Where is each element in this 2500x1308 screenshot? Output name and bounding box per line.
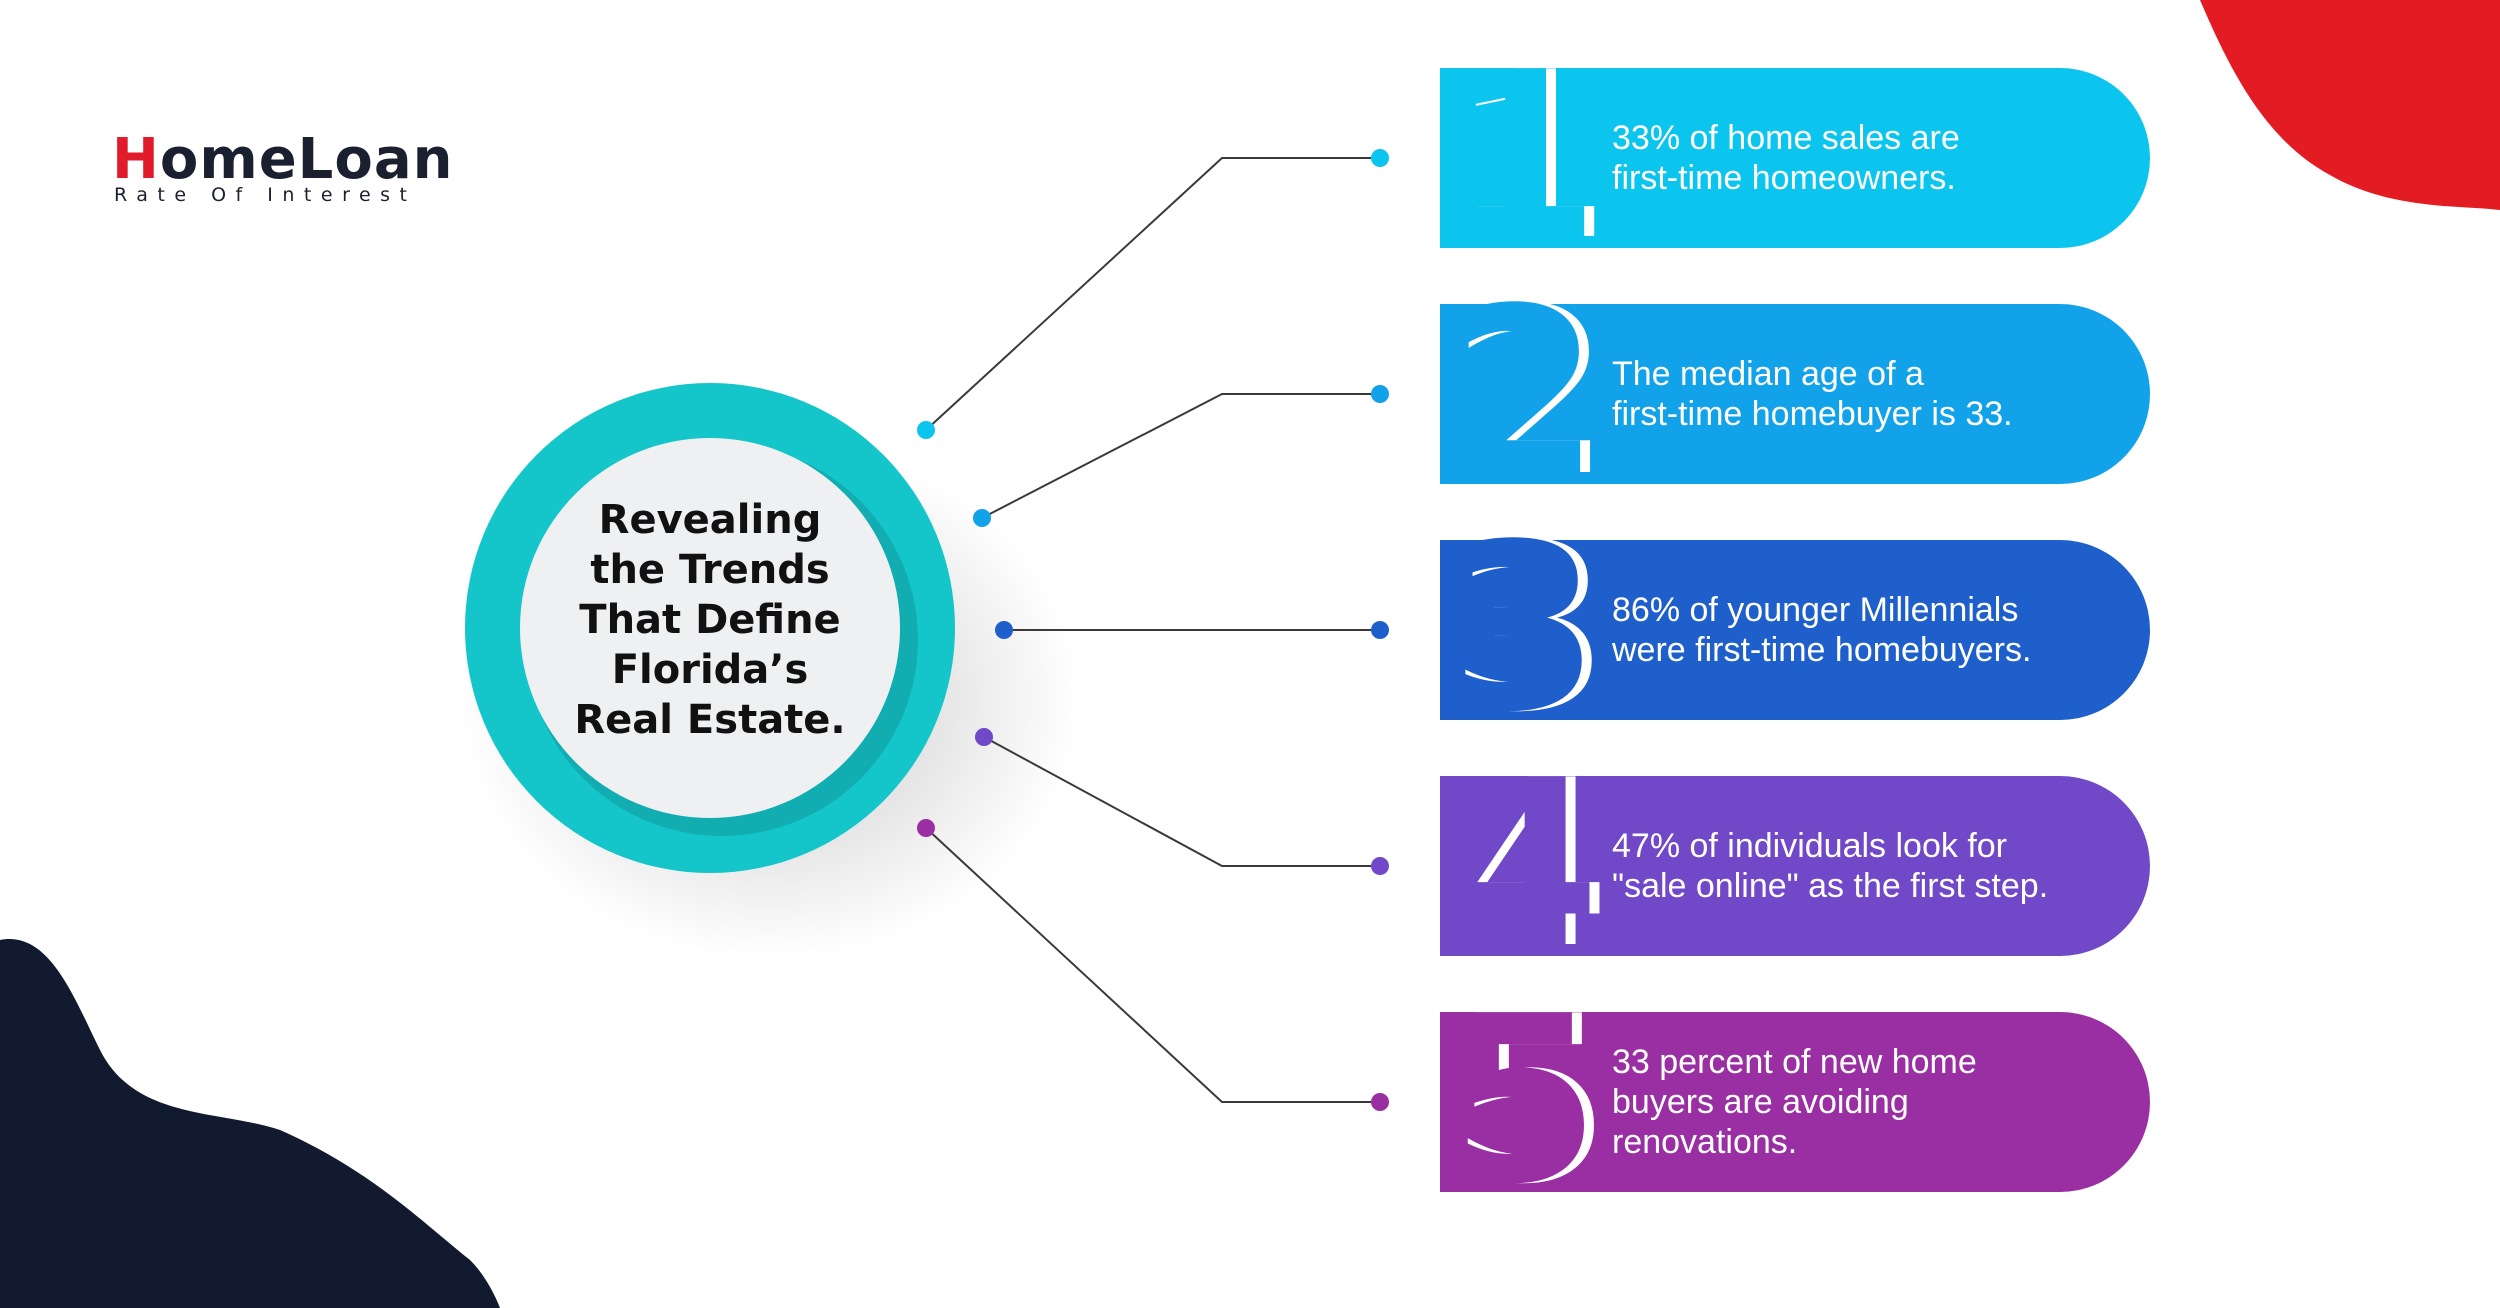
fact-card-2: 2 The median age of a first-time homebuy…: [1440, 279, 2150, 509]
connector-start-dot-4: [975, 728, 993, 746]
connector-end-dot-4: [1371, 857, 1389, 875]
fact-text-4: 47% of individuals look for "sale online…: [1612, 827, 2049, 905]
logo-wordmark: HomeLoan: [112, 128, 454, 192]
fact-card-5: 5 33 percent of new home buyers are avoi…: [1440, 987, 2150, 1217]
fact-card-4: 4 47% of individuals look for "sale onli…: [1440, 751, 2150, 981]
center-title: Revealing the Trends That Define Florida…: [574, 497, 846, 743]
connector-start-dot-2: [973, 509, 991, 527]
fact-number-5: 5: [1440, 968, 1601, 1235]
connector-lines: [917, 149, 1389, 1111]
connector-end-dot-1: [1371, 149, 1389, 167]
inner-circle: [520, 438, 900, 818]
connector-start-dot-1: [917, 421, 935, 439]
fact-number-4: 4: [1440, 732, 1601, 999]
brand-logo[interactable]: HomeLoan Rate Of Interest: [112, 128, 453, 208]
connector-line-5: [925, 827, 1380, 1103]
connector-line-4: [983, 736, 1380, 867]
connector-end-dot-2: [1371, 385, 1389, 403]
connector-end-dot-5: [1371, 1093, 1389, 1111]
fact-card-1: 1 33% of home sales are first-time homeo…: [1440, 43, 2150, 273]
navy-corner-blob: [0, 939, 500, 1308]
fact-number-2: 2: [1440, 260, 1601, 527]
connector-line-1: [925, 157, 1380, 431]
fact-text-3: 86% of younger Millennials were first-ti…: [1612, 591, 2032, 669]
center-title-box: Revealing the Trends That Define Florida…: [540, 490, 880, 750]
logo-rest: omeLoan: [159, 127, 454, 192]
fact-number-3: 3: [1440, 496, 1601, 763]
fact-text-1: 33% of home sales are first-time homeown…: [1612, 119, 1960, 197]
fact-number-1: 1: [1440, 24, 1601, 291]
connector-start-dot-3: [995, 621, 1013, 639]
logo-h: H: [112, 127, 160, 192]
connector-end-dot-3: [1371, 621, 1389, 639]
fact-card-3: 3 86% of younger Millennials were first-…: [1440, 515, 2150, 745]
logo-tagline: Rate Of Interest: [114, 184, 417, 206]
connector-start-dot-5: [917, 819, 935, 837]
fact-text-2: The median age of a first-time homebuyer…: [1612, 355, 2013, 433]
connector-line-2: [981, 393, 1380, 519]
fact-text-5: 33 percent of new home buyers are avoidi…: [1612, 1043, 1977, 1161]
red-corner-blob: [2200, 0, 2500, 210]
